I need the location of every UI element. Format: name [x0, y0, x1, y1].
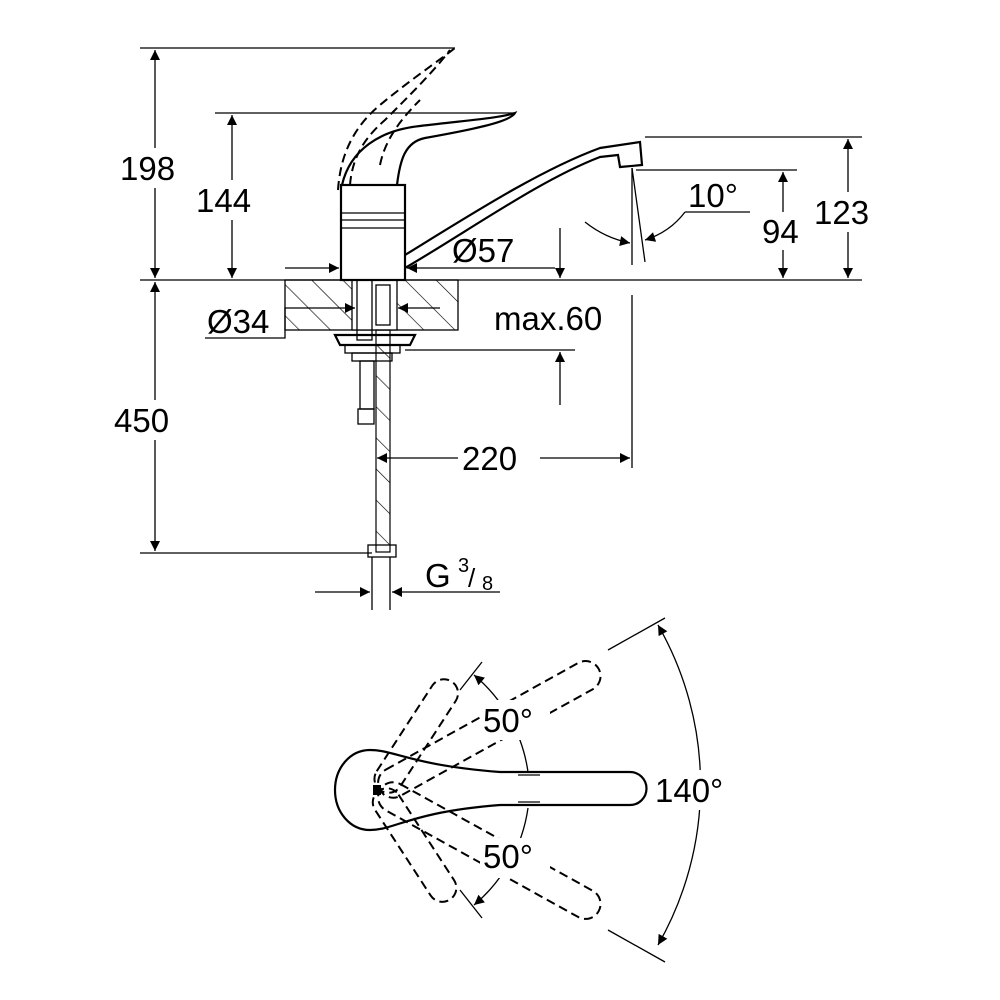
thread-denominator: 8: [482, 573, 493, 595]
dimension-max-thickness: max.60: [405, 228, 602, 405]
thread-numerator: 3: [458, 555, 469, 577]
dimension-hose-length: 450: [112, 282, 372, 554]
svg-text:/: /: [468, 563, 476, 593]
thread-g: G: [425, 557, 451, 594]
dim-diameter-34: Ø34: [207, 303, 269, 340]
dimension-total-height: 198: [118, 47, 455, 278]
dimension-handle-height: 144: [194, 112, 515, 278]
dim-max-60: max.60: [494, 300, 602, 337]
dimension-body-diameter: Ø57: [285, 232, 555, 273]
dimension-spout-reach: 220: [377, 295, 633, 478]
dim-144: 144: [196, 182, 251, 219]
dimension-thread: G 3 / 8: [315, 555, 500, 597]
dim-198: 198: [120, 150, 175, 187]
dim-50-degrees-up: 50°: [483, 702, 533, 739]
dimension-hole-diameter: Ø34: [205, 303, 440, 340]
dim-450: 450: [114, 402, 169, 439]
dim-diameter-57: Ø57: [452, 232, 514, 269]
dimension-swivel-angle: 140°: [607, 617, 740, 963]
dim-220: 220: [462, 440, 517, 477]
dimension-spout-height: 123: [645, 136, 884, 278]
dimension-outlet-height: 94: [636, 169, 808, 278]
faucet-side-view: [333, 47, 646, 610]
dim-140-degrees: 140°: [655, 772, 723, 809]
dim-123: 123: [814, 194, 869, 231]
dimension-outlet-angle: 10°: [584, 177, 750, 246]
dim-10-degrees: 10°: [688, 177, 738, 214]
dimension-lever-angles: 50° 50°: [459, 661, 550, 919]
dim-50-degrees-down: 50°: [483, 838, 533, 875]
faucet-top-view: [333, 660, 648, 920]
dim-94: 94: [762, 213, 799, 250]
